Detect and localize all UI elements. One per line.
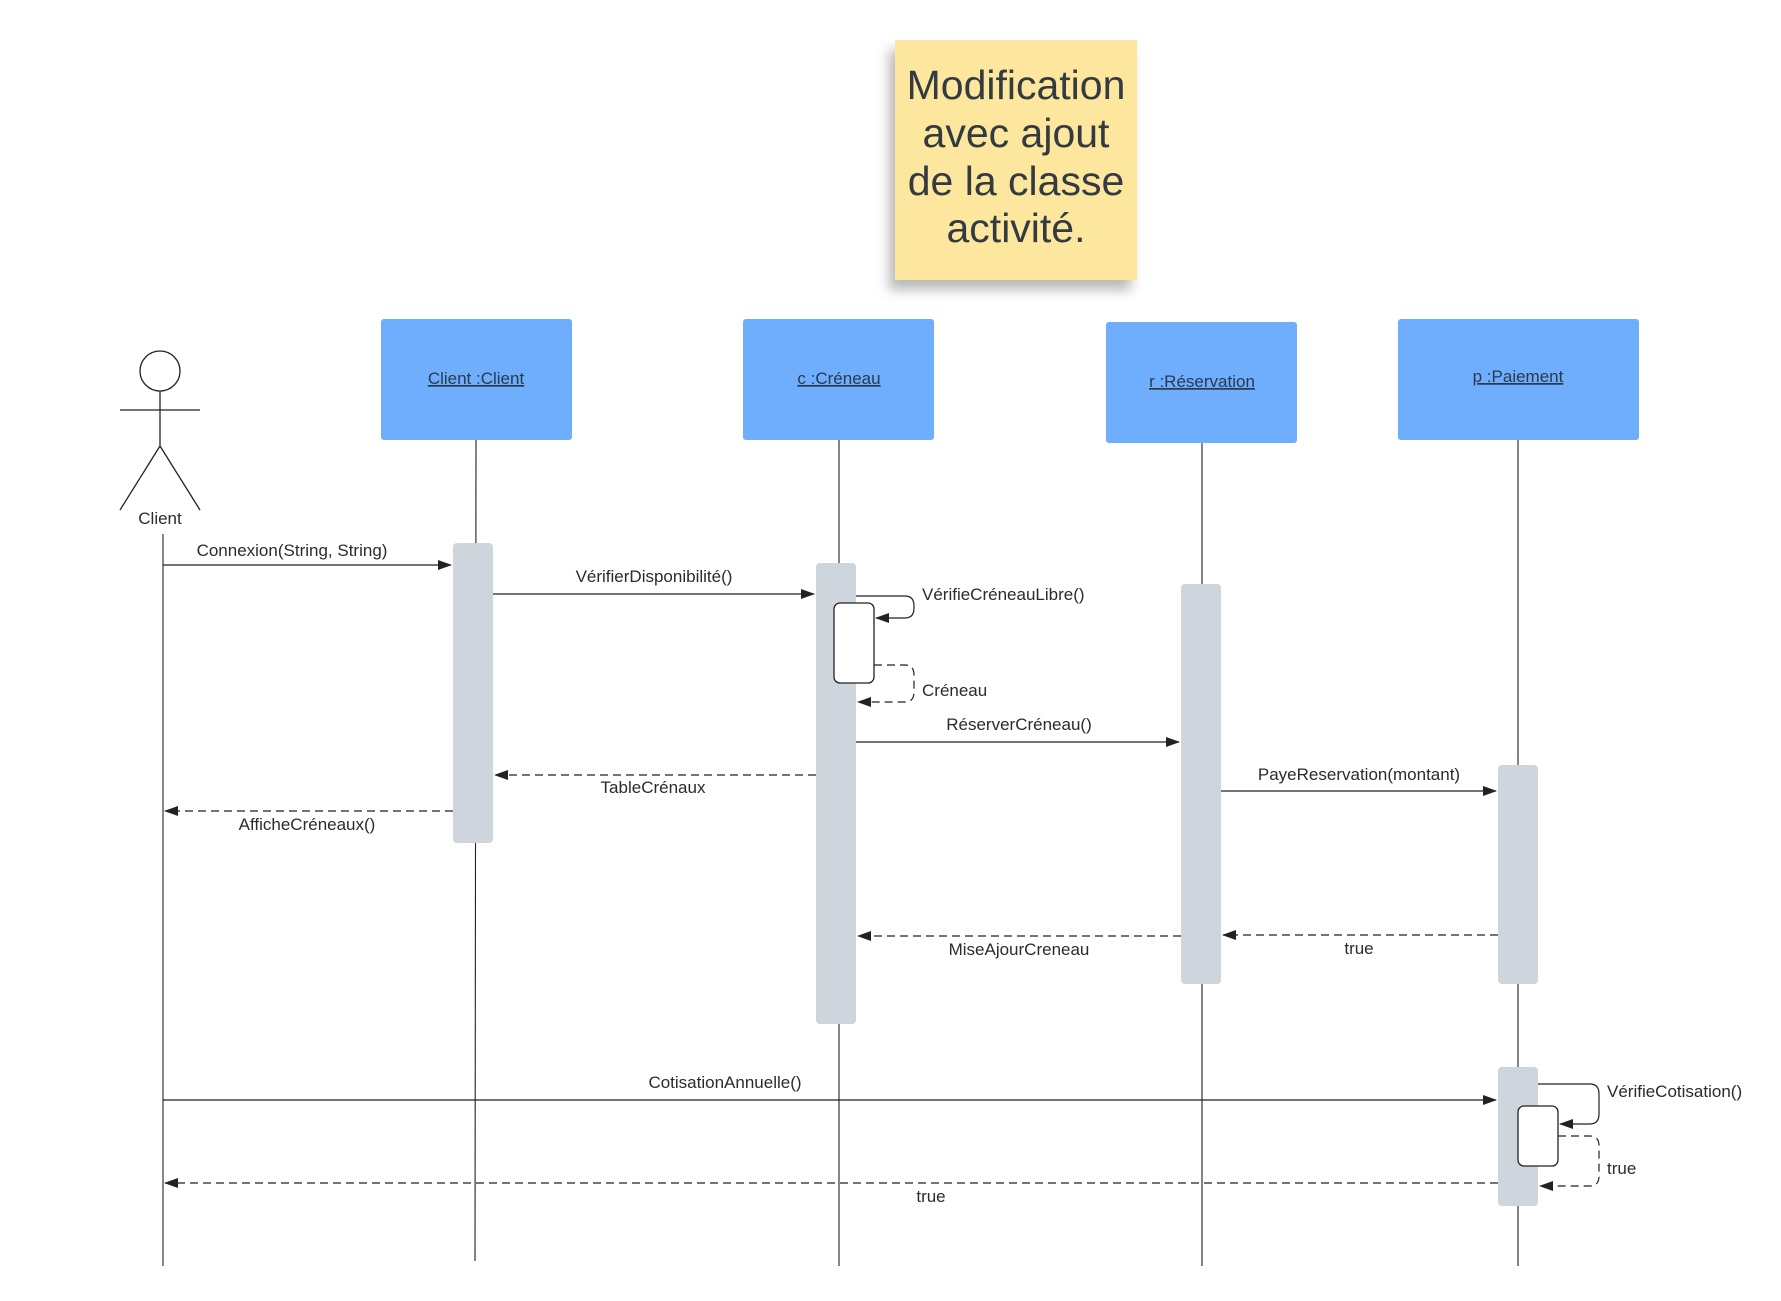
sticky-note: Modification avec ajout de la classe act…: [895, 40, 1137, 280]
message-creneau-return-arrow: [857, 664, 915, 707]
message-affiche-creneaux-label: AfficheCréneaux(): [239, 815, 376, 834]
object-paiement-label: p :Paiement: [1473, 367, 1564, 386]
actor-head: [139, 350, 181, 392]
message-cotisation-annuelle-label: CotisationAnnuelle(): [648, 1073, 801, 1092]
actor-left-leg: [119, 445, 161, 511]
note-line-2: avec ajout: [923, 110, 1111, 156]
message-true-cotisation-self-label: true: [1607, 1159, 1636, 1178]
message-true-cotisation-label: true: [916, 1187, 945, 1206]
object-reservation: r :Réservation: [1106, 322, 1297, 443]
message-verifie-cotisation-arrow: [1538, 1083, 1600, 1129]
object-client-label: Client :Client: [428, 369, 525, 388]
message-paye-reservation-label: PayeReservation(montant): [1258, 765, 1460, 784]
message-reserver-creneau-label: RéserverCréneau(): [946, 715, 1092, 734]
note-line-1: Modification: [907, 62, 1126, 108]
message-verifier-disponibilite-label: VérifierDisponibilité(): [576, 567, 733, 586]
actor-right-leg: [159, 445, 201, 511]
note-line-3: de la classe: [908, 158, 1125, 204]
message-creneau-return-label: Créneau: [922, 681, 987, 700]
activation-reservation: [1181, 584, 1221, 984]
self-activation-paiement: [1517, 1105, 1559, 1167]
message-table-creneaux-label: TableCrénaux: [601, 778, 706, 797]
message-verifie-creneau-libre-label: VérifieCréneauLibre(): [922, 585, 1085, 604]
self-activation-creneau: [833, 602, 875, 684]
actor-client: [119, 350, 201, 511]
object-paiement: p :Paiement: [1398, 319, 1639, 440]
object-creneau-label: c :Créneau: [797, 369, 880, 388]
sticky-note-background: [895, 40, 1137, 280]
message-true-paiement-label: true: [1344, 939, 1373, 958]
message-connexion-label: Connexion(String, String): [197, 541, 388, 560]
object-client: Client :Client: [381, 319, 572, 440]
object-reservation-label: r :Réservation: [1149, 372, 1255, 391]
actor-label: Client: [138, 509, 182, 528]
activation-client: [453, 543, 493, 843]
message-verifie-creneau-libre-arrow: [856, 595, 915, 623]
object-creneau: c :Créneau: [743, 319, 934, 440]
activation-paiement-1: [1498, 765, 1538, 984]
message-mise-ajour-creneau-label: MiseAjourCreneau: [949, 940, 1090, 959]
message-verifie-cotisation-label: VérifieCotisation(): [1607, 1082, 1742, 1101]
note-line-4: activité.: [947, 205, 1086, 251]
